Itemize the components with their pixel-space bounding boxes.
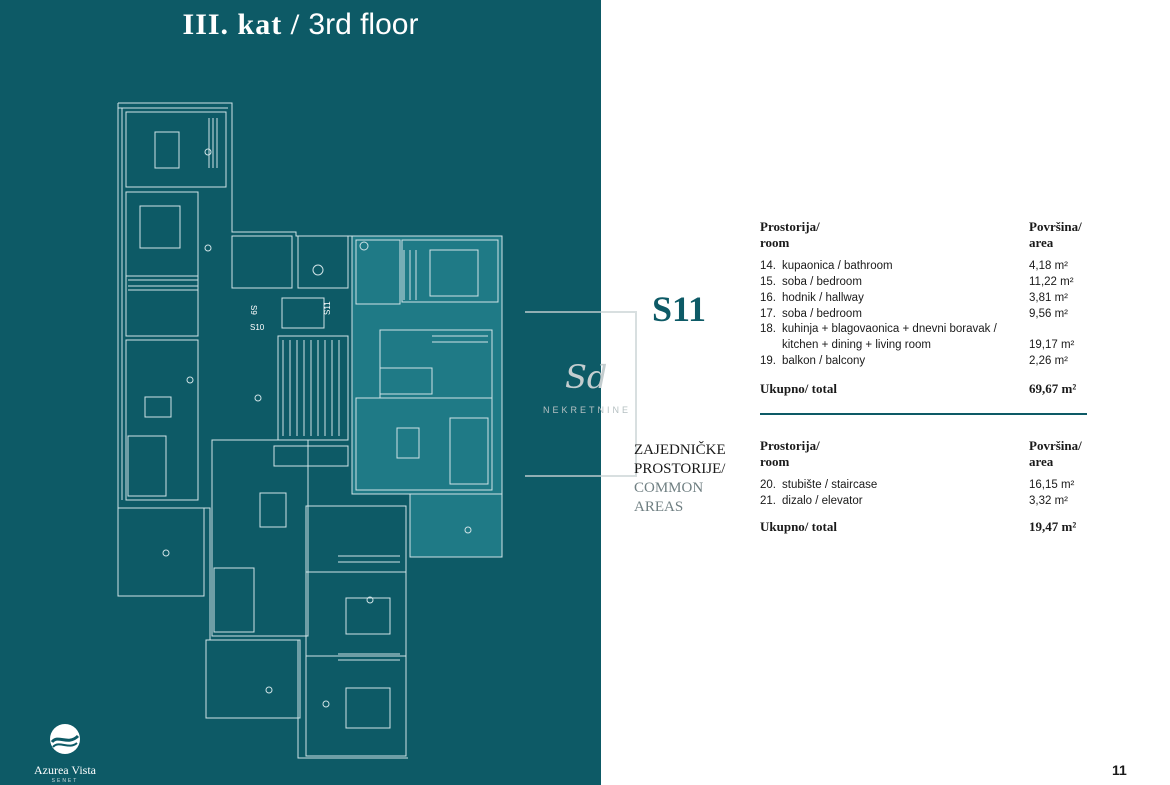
area-col-header: Površina/ area	[1029, 219, 1082, 251]
rooms-col-header: Prostorija/ room	[760, 219, 820, 251]
row-number: 15.	[760, 276, 776, 288]
row-area: 11,22 m²	[1029, 276, 1074, 288]
watermark-frame	[525, 311, 637, 477]
total-label: Ukupno/ total	[760, 381, 837, 396]
row-area: 9,56 m²	[1029, 308, 1068, 320]
floor-heading: III. kat / 3rd floor	[0, 8, 601, 42]
logo-name: Azurea Vista	[33, 763, 97, 777]
rooms-col-header-line: Prostorija/	[760, 219, 820, 234]
row-area: 3,32 m²	[1029, 495, 1068, 507]
floor-title-light: 3rd floor	[308, 8, 419, 41]
watermark-text: NEKRETNINE	[543, 405, 632, 415]
row-area: 16,15 m²	[1029, 479, 1075, 491]
logo-wave-icon	[50, 724, 80, 754]
floor-title-bold: III. kat /	[182, 8, 301, 41]
area-col-header-line: Površina/	[1029, 219, 1082, 234]
label-s9: S9	[249, 305, 258, 315]
row-number: 20.	[760, 479, 776, 491]
common-col-header-line: area	[1029, 454, 1054, 469]
row-number: 14.	[760, 260, 776, 272]
row-number: 18.	[760, 323, 776, 335]
row-label: soba / bedroom	[782, 308, 862, 320]
label-s10: S10	[250, 323, 265, 332]
unit-s11-highlight	[351, 235, 503, 558]
common-total-value: 19,47 m²	[1029, 519, 1077, 534]
common-title-line: ZAJEDNIČKE	[634, 442, 726, 458]
row-area: 2,26 m²	[1029, 355, 1068, 367]
unit-code: S11	[652, 289, 707, 329]
row-number: 17.	[760, 308, 776, 320]
row-label: stubište / staircase	[782, 479, 878, 491]
row-label: kupaonica / bathroom	[782, 260, 893, 272]
row-label: soba / bedroom	[782, 276, 862, 288]
common-title-line: PROSTORIJE/	[634, 461, 726, 477]
common-areas-title: ZAJEDNIČKE PROSTORIJE/ COMMON AREAS	[634, 441, 726, 517]
section-divider	[760, 413, 1087, 415]
row-label: dizalo / elevator	[782, 495, 863, 507]
row-area: 4,18 m²	[1029, 260, 1068, 272]
row-label: kitchen + dining + living room	[782, 339, 931, 351]
logo-subtitle: SENET	[51, 778, 79, 784]
rooms-col-header-line: room	[760, 235, 790, 250]
area-col-header-line: area	[1029, 235, 1054, 250]
row-label: kuhinja + blagovaonica + dnevni boravak …	[782, 323, 997, 335]
row-label: hodnik / hallway	[782, 292, 864, 304]
row-label: balkon / balcony	[782, 355, 866, 367]
row-number: 21.	[760, 495, 776, 507]
row-area: 19,17 m²	[1029, 339, 1075, 351]
floor-plan: S9 S10 S11	[117, 102, 503, 759]
page-number: 11	[1112, 762, 1127, 778]
total-value: 69,67 m²	[1029, 381, 1077, 396]
azurea-vista-logo: Azurea Vista SENET	[20, 722, 110, 784]
common-col-header-line: room	[760, 454, 790, 469]
row-area: 3,81 m²	[1029, 292, 1068, 304]
common-total-label: Ukupno/ total	[760, 519, 837, 534]
common-col-header-line: Površina/	[1029, 438, 1082, 453]
common-title-en-line: AREAS	[634, 499, 684, 515]
row-number: 19.	[760, 355, 776, 367]
row-number: 16.	[760, 292, 776, 304]
label-s11: S11	[323, 301, 332, 315]
common-col-header-line: Prostorija/	[760, 438, 820, 453]
common-title-en-line: COMMON	[634, 480, 704, 496]
watermark-logo: Sd	[565, 358, 608, 396]
common-area-col-header: Površina/ area	[1029, 438, 1082, 470]
common-rooms-col-header: Prostorija/ room	[760, 438, 820, 470]
